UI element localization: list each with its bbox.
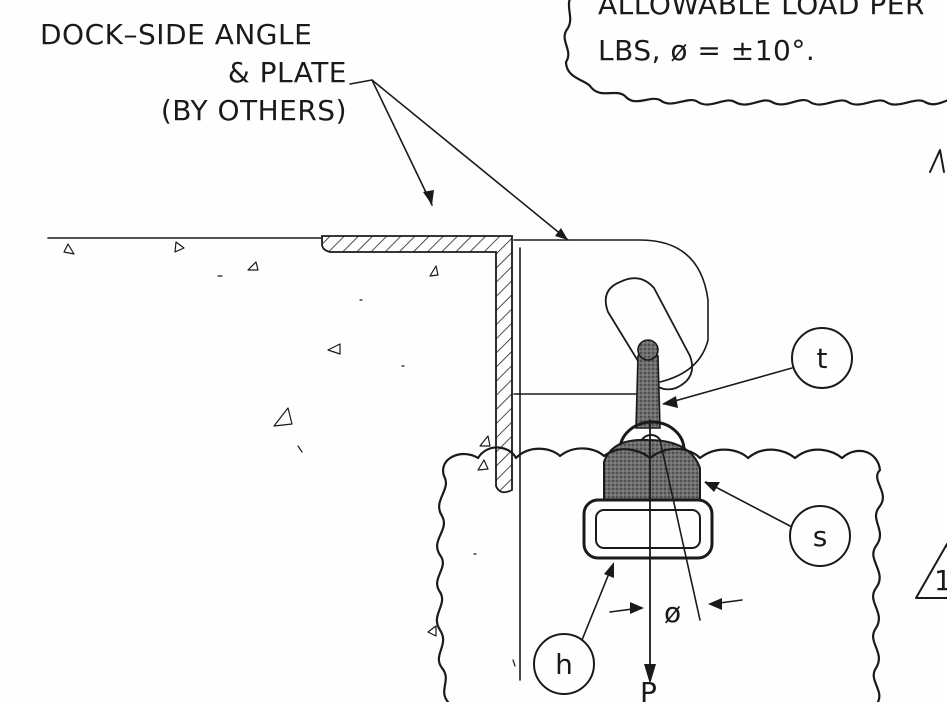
load-p-label: P — [640, 676, 657, 702]
note-line-1: ALLOWABLE LOAD PER — [598, 0, 925, 21]
load-vector — [609, 419, 743, 684]
angle-label-line-1: DOCK–SIDE ANGLE — [40, 18, 312, 51]
note-revision-cloud — [563, 0, 947, 106]
angle-label-line-3: (BY OTHERS) — [161, 94, 347, 127]
plate-outline — [513, 239, 709, 395]
angle-label-line-2: & PLATE — [228, 56, 347, 89]
note-line-2: LBS, ø = ±10°. — [598, 34, 815, 67]
callout-t-label: t — [817, 342, 828, 375]
partial-revision-triangle — [929, 149, 945, 173]
callout-s — [704, 481, 851, 567]
shackle-assembly — [582, 339, 714, 560]
concrete-dock — [47, 237, 521, 681]
callout-h — [533, 562, 614, 695]
callout-h-label: h — [555, 648, 573, 681]
revision-triangle — [915, 543, 947, 599]
detail-revision-cloud — [435, 446, 884, 702]
angle-phi-label: ø — [664, 596, 682, 629]
leader-lines — [349, 79, 569, 241]
dock-side-angle — [321, 235, 513, 494]
revision-mark: 1 — [934, 564, 947, 597]
callout-t — [662, 327, 853, 408]
callout-s-label: s — [813, 520, 828, 553]
